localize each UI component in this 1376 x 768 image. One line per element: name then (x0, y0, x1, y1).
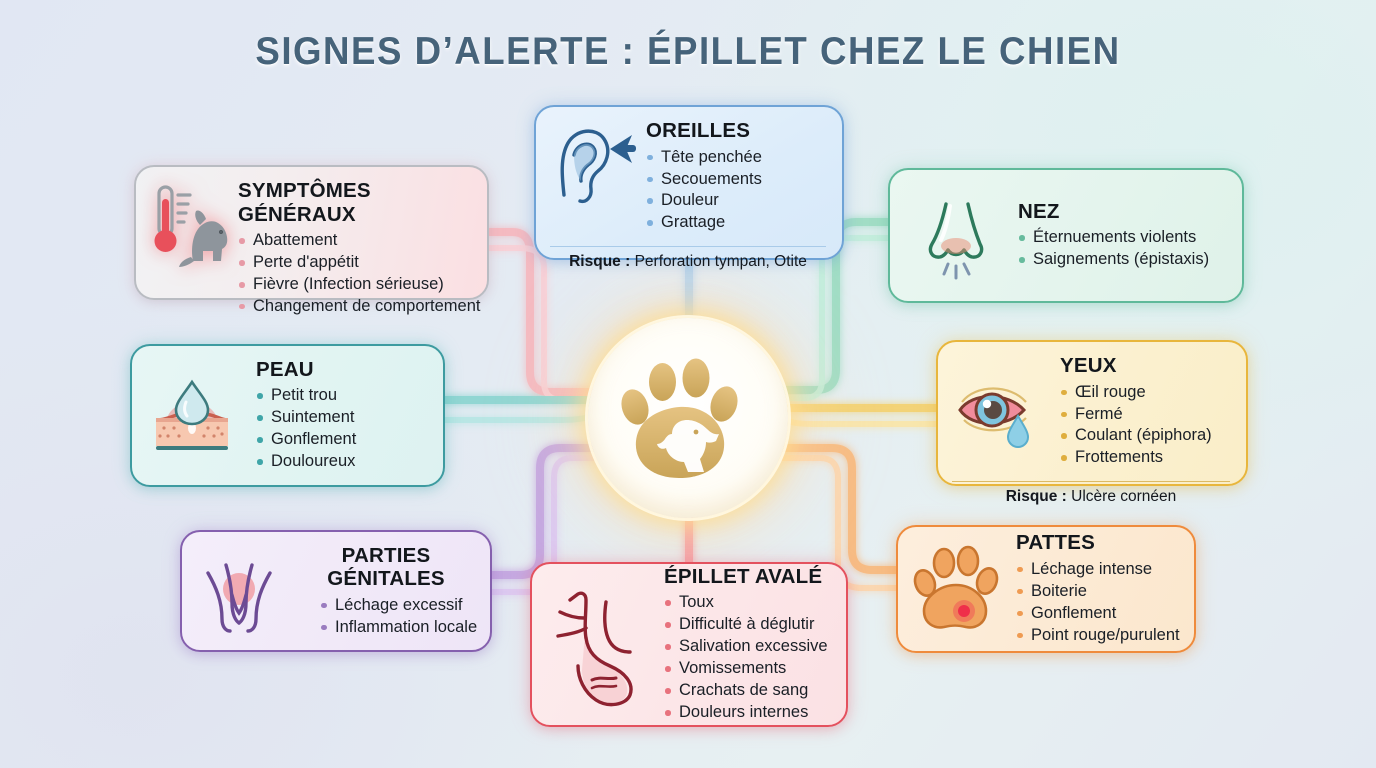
list-item: Tête penchée (646, 147, 826, 169)
card-peau[interactable]: PEAU Petit trou Suintement Gonflement Do… (130, 344, 445, 487)
symptom-list: Léchage intense Boiterie Gonflement Poin… (1016, 559, 1180, 647)
card-heading: OREILLES (646, 119, 751, 142)
list-item: Gonflement (1016, 603, 1178, 625)
card-pattes[interactable]: PATTES Léchage intense Boiterie Gonfleme… (896, 525, 1196, 653)
genital-area-icon (196, 543, 282, 639)
card-nez[interactable]: NEZ Éternuements violents Saignements (é… (888, 168, 1244, 303)
list-item: Vomissements (664, 658, 830, 680)
card-symptomes-generaux[interactable]: SYMPTÔMES GÉNÉRAUX Abattement Perte d'ap… (134, 165, 489, 315)
card-parties-genitales[interactable]: PARTIES GÉNITALES Léchage excessif Infla… (180, 530, 492, 652)
list-item: Salivation excessive (664, 636, 830, 658)
skin-drop-icon (146, 368, 242, 464)
card-oreilles[interactable]: OREILLES Tête penchée Secouements Douleu… (534, 105, 844, 270)
list-item: Point rouge/purulent (1016, 625, 1180, 647)
central-hub (588, 318, 788, 518)
risk-note: Risque : Ulcère cornéen (952, 481, 1230, 506)
list-item: Saignements (épistaxis) (1018, 249, 1226, 271)
list-item: Boiterie (1016, 581, 1178, 603)
card-heading: ÉPILLET AVALÉ (664, 564, 823, 588)
symptom-list: Tête penchée Secouements Douleur Grattag… (646, 147, 826, 235)
list-item: Abattement (238, 230, 471, 252)
risk-label: Risque : (569, 253, 631, 271)
list-item: Crachats de sang (664, 680, 830, 702)
list-item: Difficulté à déglutir (664, 614, 830, 636)
nose-icon (918, 190, 996, 282)
list-item: Éternuements violents (1018, 227, 1226, 249)
list-item: Inflammation locale (320, 617, 477, 639)
list-item: Grattage (646, 212, 826, 234)
symptom-list: Éternuements violents Saignements (épist… (1018, 227, 1226, 271)
risk-note: Risque : Perforation tympan, Otite (550, 246, 826, 271)
card-heading: YEUX (1060, 354, 1117, 377)
list-item: Secouements (646, 169, 826, 191)
risk-label: Risque : (1005, 488, 1067, 506)
card-epillet-avale[interactable]: ÉPILLET AVALÉ Toux Difficulté à déglutir… (530, 562, 848, 727)
list-item: Changement de comportement (238, 296, 480, 318)
symptom-list: Petit trou Suintement Gonflement Doulour… (256, 385, 427, 473)
ear-icon (550, 119, 636, 211)
symptom-list: Œil rouge Fermé Coulant (épiphora) Frott… (1060, 382, 1230, 470)
list-item: Coulant (épiphora) (1060, 425, 1230, 447)
list-item: Douleurs internes (664, 702, 830, 724)
list-item: Fièvre (Infection sérieuse) (238, 274, 471, 296)
card-heading: PATTES (1016, 531, 1096, 555)
symptom-list: Léchage excessif Inflammation locale (298, 595, 477, 639)
dog-paw-icon (621, 358, 738, 478)
list-item: Gonflement (256, 429, 427, 451)
stomach-icon (546, 582, 656, 708)
crying-eye-icon (952, 372, 1048, 452)
card-heading: SYMPTÔMES GÉNÉRAUX (238, 179, 371, 226)
card-heading: NEZ (1018, 199, 1060, 223)
paw-print-icon (912, 541, 1004, 637)
card-yeux[interactable]: YEUX Œil rouge Fermé Coulant (épiphora) … (936, 340, 1248, 505)
list-item: Perte d'appétit (238, 252, 471, 274)
card-heading: PEAU (256, 357, 314, 381)
list-item: Léchage excessif (320, 595, 474, 617)
risk-text: Ulcère cornéen (1071, 488, 1177, 506)
list-item: Petit trou (256, 385, 427, 407)
list-item: Fermé (1060, 404, 1230, 426)
card-heading: PARTIES GÉNITALES (327, 543, 445, 591)
list-item: Frottements (1060, 447, 1230, 469)
symptom-list: Toux Difficulté à déglutir Salivation ex… (664, 592, 830, 724)
list-item: Œil rouge (1060, 382, 1230, 404)
list-item: Douleur (646, 190, 826, 212)
thermometer-dog-icon (150, 179, 232, 271)
list-item: Léchage intense (1016, 559, 1178, 581)
page-title: SIGNES D’ALERTE : ÉPILLET CHEZ LE CHIEN (255, 30, 1121, 73)
list-item: Douloureux (256, 451, 427, 473)
list-item: Suintement (256, 407, 427, 429)
risk-text: Perforation tympan, Otite (634, 253, 807, 271)
symptom-list: Abattement Perte d'appétit Fièvre (Infec… (238, 230, 480, 318)
list-item: Toux (664, 592, 830, 614)
